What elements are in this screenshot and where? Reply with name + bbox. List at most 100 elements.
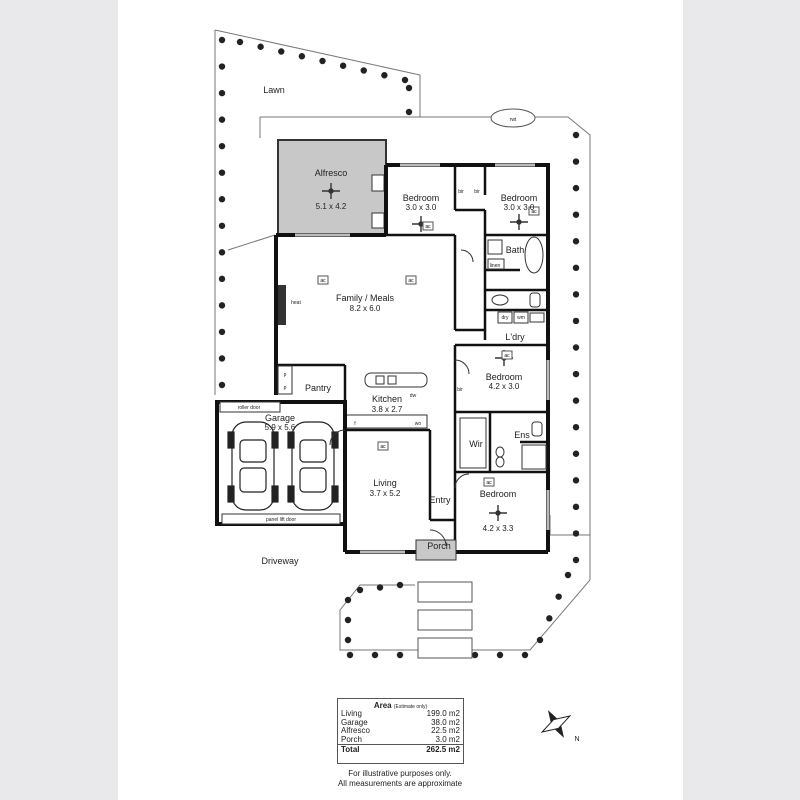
- shrub-dot: [572, 556, 580, 564]
- sink-icon-kitchen: [375, 375, 385, 385]
- bathtub-icon: [524, 236, 544, 274]
- shrub-dot: [555, 593, 562, 600]
- area-title: Area (Estimate only): [338, 701, 463, 710]
- shrub-dot: [218, 275, 226, 283]
- shrub-dot: [344, 596, 352, 604]
- shrub-dot: [572, 238, 580, 245]
- area-row-label: Garage: [341, 717, 368, 727]
- shrub-dot: [572, 423, 580, 431]
- shrub-dot: [381, 72, 388, 79]
- label-panel-door: panel lift door: [266, 517, 296, 523]
- shrub-dot: [218, 89, 226, 97]
- shrub-dot: [218, 169, 226, 176]
- shrub-dot: [356, 586, 364, 594]
- ac-label: ac: [486, 480, 492, 486]
- shrub-dot: [376, 584, 384, 591]
- area-row-value: 199.0 m2: [426, 709, 460, 718]
- label-wir: Wir: [469, 439, 483, 449]
- shrub-dot: [278, 48, 285, 55]
- vanity-basin-icon: [491, 294, 509, 306]
- ac-marker: ac: [405, 275, 417, 285]
- shrub-dot: [405, 108, 413, 116]
- car-icon-left: [227, 421, 279, 511]
- label-living: Living: [373, 478, 397, 488]
- toilet-icon: [529, 292, 541, 308]
- label-bir-1: bir: [458, 189, 464, 195]
- shrub-dot: [218, 36, 226, 44]
- shrub-dot: [572, 184, 580, 192]
- label-family-size: 8.2 x 6.0: [350, 304, 381, 313]
- label-kitchen: Kitchen: [372, 394, 402, 404]
- shrub-dot: [218, 196, 226, 203]
- label-driveway: Driveway: [261, 556, 299, 566]
- shrub-dot: [257, 43, 264, 50]
- ac-box: [317, 275, 329, 285]
- disclaimer: For illustrative purposes only. All meas…: [320, 769, 480, 789]
- shrub-dot: [572, 370, 580, 378]
- ac-marker: ac: [377, 441, 389, 451]
- label-bath: Bath: [506, 245, 525, 255]
- washer-box: [513, 311, 529, 324]
- shrub-dot: [319, 57, 326, 65]
- shrub-dot: [572, 131, 580, 139]
- label-laundry: L'dry: [505, 332, 525, 342]
- shrub-dot: [572, 477, 580, 484]
- shrub-dot: [496, 651, 504, 659]
- shrub-dot: [236, 38, 244, 46]
- ac-box: [483, 477, 495, 487]
- shrub-dot: [471, 651, 479, 659]
- shrub-dot: [339, 62, 347, 69]
- car-icon-right: [287, 421, 339, 511]
- ac-box: [528, 206, 540, 216]
- compass-north-label: N: [574, 736, 579, 743]
- shrub-dot: [218, 222, 226, 229]
- alfresco-floor: [277, 139, 387, 236]
- shrub-dot: [218, 302, 226, 309]
- heater-icon: [278, 285, 286, 325]
- sink-icon: [371, 212, 385, 229]
- shrub-dot: [401, 76, 409, 84]
- shrub-dot: [344, 636, 352, 644]
- shrub-dot: [360, 67, 367, 74]
- label-p-1: p: [284, 372, 287, 378]
- ac-marker: ac: [483, 477, 495, 487]
- label-bir-2: bir: [474, 189, 480, 195]
- shrub-dot: [572, 264, 580, 272]
- shrub-dot: [346, 651, 354, 659]
- label-alfresco: Alfresco: [315, 168, 348, 178]
- shower-icon: [487, 239, 503, 255]
- ac-label: ac: [425, 224, 431, 230]
- label-bed2: Bedroom: [501, 193, 538, 203]
- area-row-value: 3.0 m2: [435, 734, 460, 744]
- area-row-value: 38.0 m2: [431, 717, 460, 727]
- area-row-value: 22.5 m2: [431, 726, 460, 735]
- ensuite-basin-icon: [495, 446, 505, 458]
- area-row: Garage 38.0 m2: [338, 717, 463, 728]
- shrub-dot: [218, 63, 226, 70]
- label-bed4: Bedroom: [480, 489, 517, 499]
- roller-door-frame: [219, 401, 281, 413]
- shrub-dot: [344, 616, 352, 624]
- ac-label: ac: [380, 444, 386, 450]
- label-rwt: rwt: [510, 117, 517, 123]
- label-entry: Entry: [429, 495, 451, 505]
- label-roller-door: roller door: [238, 405, 261, 411]
- page-sheet: [118, 0, 683, 800]
- bbq-icon: [371, 174, 385, 192]
- shrub-dot: [396, 651, 404, 659]
- panel-lift-door-frame: [221, 513, 341, 525]
- ac-marker: ac: [422, 221, 434, 231]
- shrub-dot: [572, 503, 580, 511]
- shrub-dot: [218, 381, 226, 389]
- label-living-size: 3.7 x 5.2: [370, 489, 401, 498]
- ensuite-shower-icon: [521, 444, 547, 470]
- label-linen: linen: [490, 263, 501, 269]
- label-kitchen-size: 3.8 x 2.7: [372, 405, 403, 414]
- ac-box: [405, 275, 417, 285]
- windows: [295, 163, 550, 554]
- label-porch: Porch: [427, 541, 451, 551]
- shrub-dot: [536, 636, 544, 644]
